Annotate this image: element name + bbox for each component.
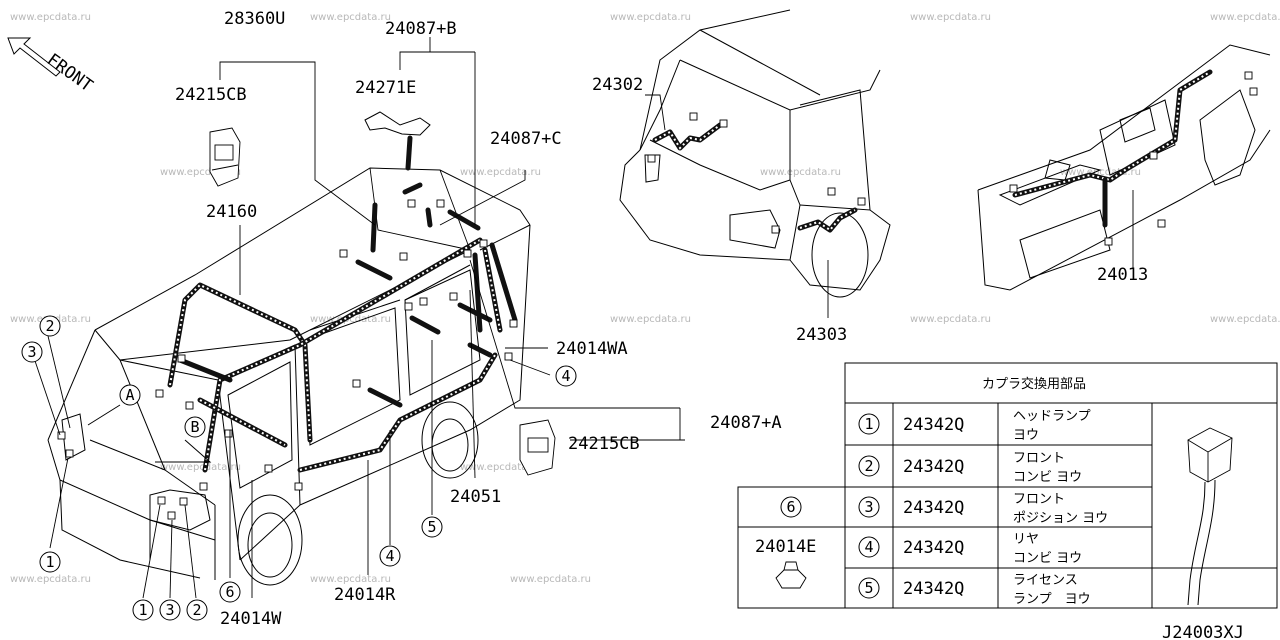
watermark: www.epcdata.ru bbox=[910, 12, 991, 23]
label-24051: 24051 bbox=[450, 487, 501, 507]
callout-a-label: A bbox=[125, 386, 134, 404]
diagram-code: J24003XJ bbox=[1162, 623, 1244, 640]
callout-2-bottom: 2 bbox=[192, 601, 201, 619]
callout-a: A bbox=[87, 384, 141, 426]
van-harness bbox=[167, 182, 518, 473]
callout-b: B bbox=[155, 416, 212, 463]
callout-1-lower: 1 bbox=[45, 553, 54, 571]
watermark: www.epcdata.ru bbox=[10, 12, 91, 23]
watermark: www.epcdata.ru bbox=[610, 314, 691, 325]
table-row-desc: ポジション ヨウ bbox=[1013, 511, 1108, 526]
watermark: www.epcdata.ru bbox=[160, 462, 241, 473]
part-24271e-icon bbox=[364, 111, 431, 171]
table-row-part: 24342Q bbox=[903, 457, 964, 477]
watermark: www.epcdata.ru bbox=[910, 314, 991, 325]
clip-icon bbox=[775, 561, 807, 589]
watermark: www.epcdata.ru bbox=[610, 12, 691, 23]
watermark: www.epcdata.ru bbox=[1060, 167, 1141, 178]
callout-5: 5 bbox=[427, 518, 436, 536]
coupler-icon bbox=[1187, 427, 1233, 606]
watermark: www.epcdata.ru bbox=[10, 574, 91, 585]
watermark: www.epcdata.ru bbox=[1210, 314, 1280, 325]
table-row-part: 24342Q bbox=[903, 538, 964, 558]
table-row-desc: フロント bbox=[1013, 492, 1065, 507]
table-row-num: 4 bbox=[864, 538, 873, 556]
watermark: www.epcdata.ru bbox=[310, 314, 391, 325]
connector-24215cb-mid-icon bbox=[519, 419, 556, 476]
watermark: www.epcdata.ru bbox=[760, 167, 841, 178]
front-label: FRONT bbox=[43, 50, 96, 96]
table-row-part: 24342Q bbox=[903, 498, 964, 518]
table-row-desc: ランプ ヨウ bbox=[1013, 592, 1091, 607]
front-view-van: 24302 24303 bbox=[592, 9, 891, 345]
leader-lines-van bbox=[31, 37, 685, 599]
table-row-desc: ヨウ bbox=[1013, 428, 1039, 443]
label-24160: 24160 bbox=[206, 202, 257, 222]
label-24013: 24013 bbox=[1097, 265, 1148, 285]
table-row-desc: ヘッドランプ bbox=[1013, 409, 1091, 424]
label-24087a: 24087+A bbox=[710, 413, 782, 433]
watermark: www.epcdata.ru bbox=[510, 574, 591, 585]
watermark: www.epcdata.ru bbox=[460, 167, 541, 178]
callout-3-bottom: 3 bbox=[165, 601, 174, 619]
callout-2-upper: 2 bbox=[45, 317, 54, 335]
table-row-num: 2 bbox=[864, 457, 873, 475]
callout-b-label: B bbox=[190, 418, 199, 436]
dashboard-view: 24013 bbox=[977, 44, 1271, 291]
table-row-num: 5 bbox=[864, 579, 873, 597]
label-28360u: 28360U bbox=[224, 9, 285, 29]
table-row-num: 3 bbox=[864, 498, 873, 516]
table-row-desc: コンビ ヨウ bbox=[1013, 551, 1082, 566]
table-row-num: 1 bbox=[864, 415, 873, 433]
table-row-desc: フロント bbox=[1013, 451, 1065, 466]
label-24087c: 24087+C bbox=[490, 129, 562, 149]
label-24271e: 24271E bbox=[355, 78, 416, 98]
van-connectors bbox=[57, 199, 518, 520]
van-callouts: 2 3 1 1 3 2 6 4 5 4 bbox=[21, 315, 577, 621]
label-24215cb-top: 24215CB bbox=[175, 85, 247, 105]
label-24303: 24303 bbox=[796, 325, 847, 345]
watermark: www.epcdata.ru bbox=[460, 462, 541, 473]
watermark: www.epcdata.ru bbox=[1210, 12, 1280, 23]
watermark: www.epcdata.ru bbox=[310, 12, 391, 23]
callout-1-bottom: 1 bbox=[138, 601, 147, 619]
parts-table: カプラ交換用部品 1 24342Q ヘッドランプ ヨウ 2 24342Q フロン… bbox=[737, 362, 1278, 609]
label-24014wa: 24014WA bbox=[556, 339, 628, 359]
side-num: 6 bbox=[786, 498, 795, 516]
label-24087b: 24087+B bbox=[385, 19, 457, 39]
van-body bbox=[47, 167, 531, 586]
callout-3-upper: 3 bbox=[27, 343, 36, 361]
table-row-desc: リヤ bbox=[1013, 532, 1039, 547]
label-24302: 24302 bbox=[592, 75, 643, 95]
watermark: www.epcdata.ru bbox=[310, 574, 391, 585]
table-row-part: 24342Q bbox=[903, 415, 964, 435]
callout-6: 6 bbox=[225, 583, 234, 601]
connector-24215cb-top-icon bbox=[209, 127, 241, 187]
side-part: 24014E bbox=[755, 537, 816, 557]
label-24014w: 24014W bbox=[220, 609, 282, 629]
van-part-labels: 28360U 24087+B 24215CB 24271E 24087+C 24… bbox=[175, 9, 782, 629]
table-row-part: 24342Q bbox=[903, 579, 964, 599]
callout-4-side: 4 bbox=[561, 367, 570, 385]
front-arrow-icon: FRONT bbox=[7, 37, 96, 96]
table-row-desc: ライセンス bbox=[1013, 573, 1078, 588]
table-header: カプラ交換用部品 bbox=[982, 376, 1086, 392]
table-row-desc: コンビ ヨウ bbox=[1013, 470, 1082, 485]
watermark: www.epcdata.ru bbox=[160, 167, 241, 178]
label-24014r: 24014R bbox=[334, 585, 396, 605]
callout-4-lower: 4 bbox=[385, 547, 394, 565]
label-24215cb-mid: 24215CB bbox=[568, 434, 640, 454]
